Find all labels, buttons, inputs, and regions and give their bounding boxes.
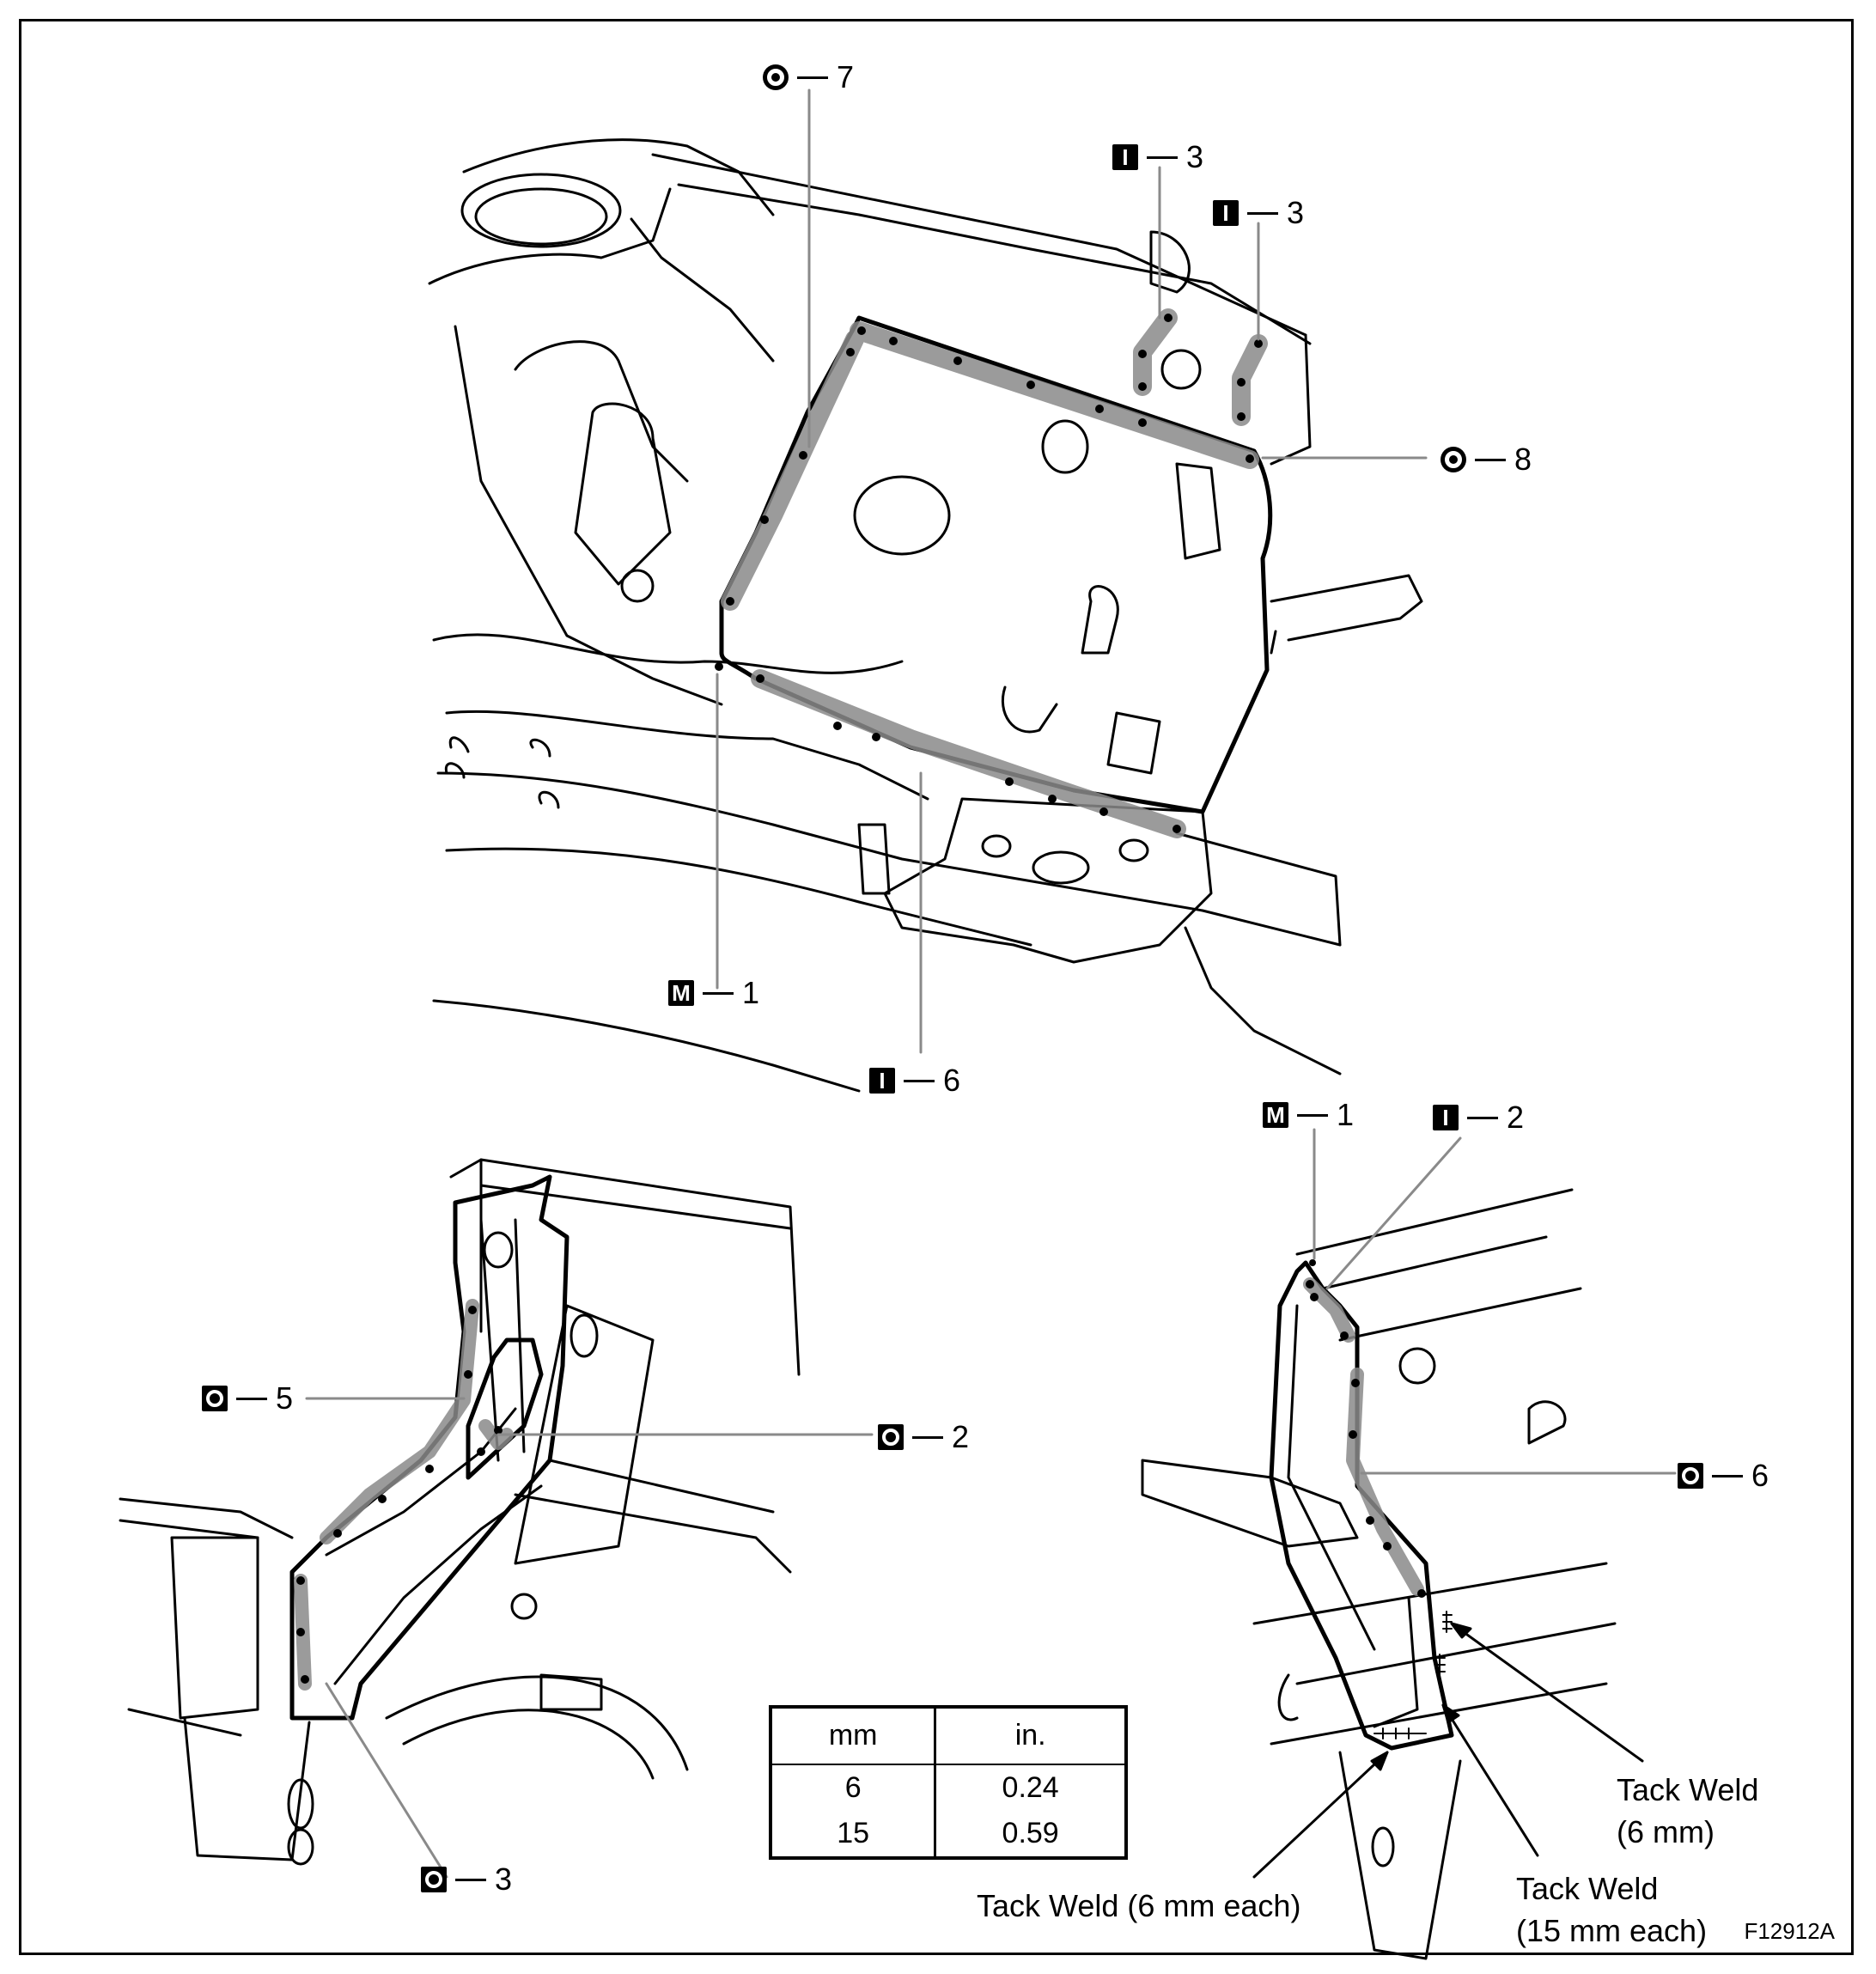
cell-mm: 6 xyxy=(844,1770,862,1804)
callout-number: 1 xyxy=(742,975,760,1010)
leader-dash xyxy=(703,991,734,995)
callout-number: 3 xyxy=(1186,139,1204,174)
tack-weld-each-note: Tack Weld (6 mm each) xyxy=(977,1886,1300,1928)
callout-number: 7 xyxy=(837,59,855,94)
leader-dash xyxy=(1247,211,1278,215)
symbol-o-icon xyxy=(421,1867,447,1892)
cell-mm: 15 xyxy=(837,1816,870,1849)
callout-number: 5 xyxy=(276,1380,294,1416)
callout-top-3b: 3 xyxy=(1213,198,1304,228)
callout-number: 3 xyxy=(1287,195,1305,230)
callout-left-2: 2 xyxy=(878,1422,969,1453)
note-line: Tack Weld (6 mm each) xyxy=(977,1888,1301,1923)
leader-dash xyxy=(1712,1474,1743,1477)
callout-number: 3 xyxy=(495,1861,513,1897)
leader-dash xyxy=(1147,155,1178,159)
callout-top-m1: 1 xyxy=(668,978,759,1008)
table-header-row: mm in. xyxy=(770,1707,1126,1765)
symbol-i-icon xyxy=(1213,200,1239,226)
callout-top-3a: 3 xyxy=(1112,142,1203,173)
callout-top-7: 7 xyxy=(763,62,854,93)
leader-dash xyxy=(1297,1113,1328,1117)
leader-dash xyxy=(912,1435,943,1439)
top-view-wheelhouse-panel xyxy=(428,88,1428,1093)
leader-dash xyxy=(904,1079,935,1082)
symbol-i-icon xyxy=(1112,144,1138,170)
leader-dash xyxy=(1467,1116,1498,1119)
table-row: 15 0.59 xyxy=(770,1810,1126,1858)
callout-number: 8 xyxy=(1514,442,1532,477)
header-in: in. xyxy=(934,1707,1126,1765)
diagram-frame xyxy=(19,19,1854,1955)
symbol-o-icon xyxy=(878,1424,904,1450)
symbol-m-icon xyxy=(668,980,694,1006)
bottom-left-pillar-view xyxy=(119,1158,874,1879)
bottom-right-pillar-view xyxy=(1141,1128,1677,1960)
callout-left-5: 5 xyxy=(202,1383,293,1414)
symbol-o-icon xyxy=(202,1386,228,1411)
symbol-m-icon xyxy=(1263,1102,1288,1128)
callout-number: 2 xyxy=(1507,1100,1525,1135)
leader-dash xyxy=(1475,458,1506,461)
symbol-o-icon xyxy=(1678,1463,1703,1489)
callout-top-8: 8 xyxy=(1440,444,1532,475)
leader-dash xyxy=(455,1878,486,1881)
callout-left-3: 3 xyxy=(421,1864,512,1895)
note-line: (15 mm each) xyxy=(1516,1912,1708,1948)
symbol-circle-weld-icon xyxy=(763,64,789,90)
leader-dash xyxy=(797,76,828,79)
symbol-i-icon xyxy=(869,1068,895,1094)
symbol-circle-weld-icon xyxy=(1440,447,1466,472)
callout-right-i2: 2 xyxy=(1433,1102,1524,1133)
callout-right-m1: 1 xyxy=(1263,1100,1354,1130)
note-line: Tack Weld xyxy=(1617,1772,1759,1807)
unit-conversion-table: mm in. 6 0.24 15 0.59 xyxy=(769,1705,1128,1860)
note-line: (6 mm) xyxy=(1617,1813,1715,1849)
tack-weld-6mm-note: Tack Weld (6 mm) xyxy=(1617,1770,1758,1853)
callout-top-i6: 6 xyxy=(869,1065,960,1096)
cell-in: 0.24 xyxy=(934,1764,1126,1811)
tack-weld-15mm-note: Tack Weld (15 mm each) xyxy=(1516,1868,1707,1952)
callout-right-6: 6 xyxy=(1678,1460,1769,1491)
callout-number: 2 xyxy=(952,1419,970,1454)
leader-dash xyxy=(236,1397,267,1400)
table-row: 6 0.24 xyxy=(770,1764,1126,1811)
note-line: Tack Weld xyxy=(1516,1871,1659,1906)
cell-in: 0.59 xyxy=(934,1810,1126,1858)
figure-code: F12912A xyxy=(1744,1918,1835,1944)
header-mm: mm xyxy=(770,1707,935,1765)
callout-number: 1 xyxy=(1337,1097,1355,1132)
callout-number: 6 xyxy=(943,1063,961,1098)
symbol-i-icon xyxy=(1433,1105,1459,1130)
callout-number: 6 xyxy=(1751,1458,1769,1493)
